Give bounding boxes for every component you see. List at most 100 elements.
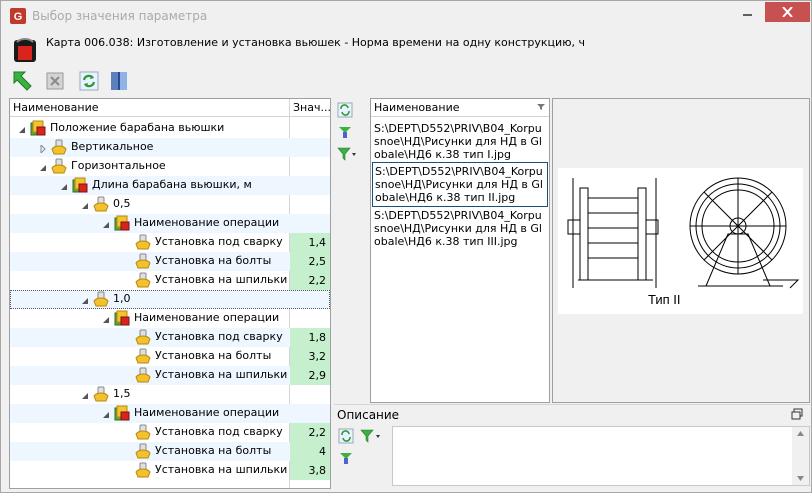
file-item[interactable]: S:\DEPT\D552\PRIV\B04_Korpusnoe\НД\Рисун… <box>374 209 542 248</box>
file-column-header[interactable]: Наименование <box>371 99 549 117</box>
tree-row-label: 1,0 <box>113 292 131 305</box>
parameter-value-icon <box>135 348 151 364</box>
header: Карта 006.038: Изготовление и установка … <box>1 31 811 97</box>
parameter-value-icon <box>93 291 109 307</box>
expanded-triangle-icon[interactable] <box>81 295 89 304</box>
expanded-triangle-icon[interactable] <box>102 409 110 418</box>
tree-row[interactable]: Горизонтальное <box>10 157 330 176</box>
parameter-tree-panel[interactable]: Наименование Знач... Положение барабана … <box>9 98 331 489</box>
refresh-description-icon[interactable] <box>338 428 354 444</box>
book-icon[interactable] <box>107 69 131 93</box>
tree-row-value <box>290 119 330 138</box>
tree-row[interactable]: Наименование операции <box>10 214 330 233</box>
tree-row[interactable]: Наименование операции <box>10 404 330 423</box>
tree-row-value: 2,5 <box>290 252 330 271</box>
download-description-icon[interactable] <box>338 450 354 466</box>
file-item-selected[interactable]: S:\DEPT\D552\PRIV\B04_Korpusnoe\НД\Рисун… <box>372 162 548 207</box>
tree-row-value <box>290 157 330 176</box>
description-textarea[interactable] <box>392 426 810 486</box>
tree-row[interactable]: Положение барабана вьюшки <box>10 119 330 138</box>
expanded-triangle-icon[interactable] <box>81 200 89 209</box>
expanded-triangle-icon[interactable] <box>102 219 110 228</box>
tree-row[interactable]: 1,5 <box>10 385 330 404</box>
tree-row-label: Установка под сварку <box>155 330 283 343</box>
filter-description-icon[interactable] <box>360 428 382 444</box>
tree-row[interactable]: Вертикальное <box>10 138 330 157</box>
tree-row[interactable]: Наименование операции <box>10 309 330 328</box>
description-text <box>393 427 809 433</box>
tree-row-value: 2,2 <box>290 423 330 442</box>
expanded-triangle-icon[interactable] <box>81 390 89 399</box>
tree-row-value: 4 <box>290 442 330 461</box>
tree-row-value: 3,2 <box>290 347 330 366</box>
tree-row-label: Наименование операции <box>134 311 280 324</box>
description-scrollbar[interactable] <box>792 427 809 485</box>
parameter-group-icon <box>114 405 130 421</box>
title-bar: G Выбор значения параметра <box>1 1 811 31</box>
expanded-triangle-icon[interactable] <box>18 124 26 133</box>
parameter-value-icon <box>93 196 109 212</box>
expanded-triangle-icon[interactable] <box>60 181 68 190</box>
file-item[interactable]: S:\DEPT\D552\PRIV\B04_Korpusnoe\НД\Рисун… <box>374 122 542 161</box>
tree-row[interactable]: Установка под сварку 1,8 <box>10 328 330 347</box>
file-list-panel[interactable]: Наименование S:\DEPT\D552\PRIV\B04_Korpu… <box>370 98 550 403</box>
tree-row-value <box>290 138 330 157</box>
expanded-triangle-icon[interactable] <box>39 162 47 171</box>
close-icon <box>782 7 793 17</box>
tree-row-label: Горизонтальное <box>71 159 166 172</box>
tree-row-value <box>290 404 330 423</box>
cancel-icon[interactable] <box>43 69 67 93</box>
parameter-group-icon <box>114 215 130 231</box>
tree-row-label: Вертикальное <box>71 140 154 153</box>
column-filter-icon[interactable] <box>537 103 545 111</box>
tree-row-label: Установка на шпильки <box>155 463 288 476</box>
parameter-value-icon <box>51 139 67 155</box>
apply-arrow-icon[interactable] <box>11 69 35 93</box>
tree-row-label: Наименование операции <box>134 406 280 419</box>
download-arrow-icon[interactable] <box>337 124 353 140</box>
tree-row[interactable]: 0,5 <box>10 195 330 214</box>
filter-icon[interactable] <box>337 146 357 162</box>
tree-row-value <box>290 309 330 328</box>
description-label: Описание <box>337 408 400 422</box>
parameter-value-icon <box>93 386 109 402</box>
collapsed-triangle-icon[interactable] <box>39 143 47 155</box>
expanded-triangle-icon[interactable] <box>102 314 110 323</box>
drawing-caption: Тип II <box>648 292 681 307</box>
refresh-icon[interactable] <box>77 69 101 93</box>
minimize-button[interactable] <box>734 2 762 22</box>
tree-row-value: 1,8 <box>290 328 330 347</box>
tree-row-label: 1,5 <box>113 387 131 400</box>
refresh-files-icon[interactable] <box>337 102 353 118</box>
parameter-value-icon <box>135 367 151 383</box>
close-button[interactable] <box>765 2 810 22</box>
tree-row-label: Наименование операции <box>134 216 280 229</box>
column-header-name[interactable]: Наименование <box>10 99 290 117</box>
tree-row-label: Установка на шпильки <box>155 368 288 381</box>
restore-icon[interactable] <box>791 408 803 420</box>
tree-row-value <box>290 176 330 195</box>
parameter-value-icon <box>135 424 151 440</box>
parameter-group-icon <box>72 177 88 193</box>
image-preview-panel: Тип II <box>552 98 810 403</box>
parameter-group-icon <box>30 120 46 136</box>
drawing-preview: Тип II <box>558 168 803 314</box>
tree-row-label: Установка под сварку <box>155 425 283 438</box>
parameter-value-icon <box>135 272 151 288</box>
tree-row[interactable]: 1,0 <box>10 290 330 309</box>
technical-drawing: Тип II <box>567 177 800 307</box>
tree-row[interactable]: Длина барабана вьюшки, м <box>10 176 330 195</box>
tree-row-label: Установка под сварку <box>155 235 283 248</box>
window-title: Выбор значения параметра <box>32 9 208 23</box>
column-header-value[interactable]: Знач... <box>290 99 330 117</box>
tree-row-value: 3,8 <box>290 461 330 480</box>
tree-row[interactable]: Установка под сварку 2,2 <box>10 423 330 442</box>
